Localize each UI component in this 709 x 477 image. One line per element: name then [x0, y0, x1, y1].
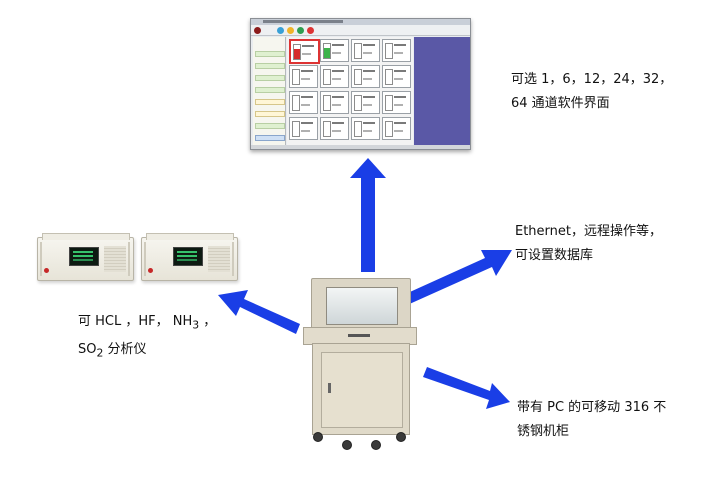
toolbar-icon [297, 27, 304, 34]
channel-tile [289, 117, 318, 140]
caster-wheel-icon [313, 432, 323, 442]
channel-tile [320, 65, 349, 88]
software-settings-panel [253, 37, 286, 145]
analyzers-caption-text: 分析仪 [103, 341, 147, 357]
cabinet-monitor-window [326, 287, 398, 325]
channel-tile [289, 91, 318, 114]
network-caption: Ethernet，远程操作等， 可设置数据库 [515, 220, 662, 268]
toolbar-icon [277, 27, 284, 34]
cabinet-monitor-housing [311, 278, 411, 330]
channel-tile [289, 65, 318, 88]
arrow-to-network [401, 250, 512, 306]
software-caption-line: 64 通道软件界面 [511, 96, 610, 111]
gas-analyzer-unit-1 [37, 233, 134, 281]
cabinet-caption-line: 带有 PC 的可移动 316 不 [517, 400, 667, 415]
channel-tile [351, 91, 380, 114]
cabinet-body [312, 343, 410, 435]
cabinet-caption: 带有 PC 的可移动 316 不 锈钢机柜 [517, 396, 666, 444]
channel-tile [351, 39, 380, 62]
channel-tile [351, 65, 380, 88]
channel-tile [351, 117, 380, 140]
analyzers-caption-text: 可 HCL ，HF， NH [78, 314, 193, 329]
caster-wheel-icon [396, 432, 406, 442]
channel-tile [320, 91, 349, 114]
caster-wheel-icon [371, 440, 381, 450]
analyzer-display [69, 247, 99, 266]
software-caption: 可选 1，6，12，24，32， 64 通道软件界面 [511, 68, 672, 116]
analyzers-caption-text: ， [199, 314, 217, 329]
software-interface-screenshot [250, 18, 471, 150]
power-indicator-icon [44, 268, 49, 273]
channel-tile [320, 117, 349, 140]
toolbar-icon [254, 27, 261, 34]
drawer-handle-icon [348, 334, 370, 337]
analyzer-display [173, 247, 203, 266]
power-indicator-icon [148, 268, 153, 273]
caster-wheel-icon [342, 440, 352, 450]
network-caption-line: 可设置数据库 [515, 248, 594, 263]
channel-tile [382, 65, 411, 88]
toolbar-icon [287, 27, 294, 34]
channel-tile [382, 39, 411, 62]
software-caption-line: 可选 1，6，12，24，32， [511, 72, 673, 87]
toolbar-icon [307, 27, 314, 34]
analyzers-caption: 可 HCL ，HF， NH3 ， SO2 分析仪 [78, 310, 216, 365]
subscript-3: 3 [192, 318, 200, 332]
subscript-2: 2 [96, 346, 104, 360]
cabinet-caption-line: 锈钢机柜 [517, 424, 570, 439]
software-side-panel [414, 37, 470, 145]
arrow-to-cabinet-caption [423, 367, 510, 409]
channel-tile [382, 91, 411, 114]
analyzers-caption-line-2: SO2 分析仪 [78, 338, 216, 366]
network-caption-line: Ethernet，远程操作等， [515, 224, 662, 239]
channel-tile [320, 39, 349, 62]
door-lock-icon [328, 383, 331, 393]
analyzers-caption-text: SO [78, 341, 97, 357]
software-toolbar [251, 25, 470, 36]
cabinet-door [321, 352, 403, 428]
software-title-bar [251, 19, 470, 25]
software-status-bar [251, 145, 470, 149]
analyzers-caption-line-1: 可 HCL ，HF， NH3 ， [78, 310, 216, 338]
channel-tile [382, 117, 411, 140]
arrow-to-analyzers [218, 290, 300, 334]
arrow-to-software [350, 158, 386, 272]
channel-tile [289, 39, 320, 64]
channel-grid [287, 37, 413, 145]
gas-analyzer-unit-2 [141, 233, 238, 281]
